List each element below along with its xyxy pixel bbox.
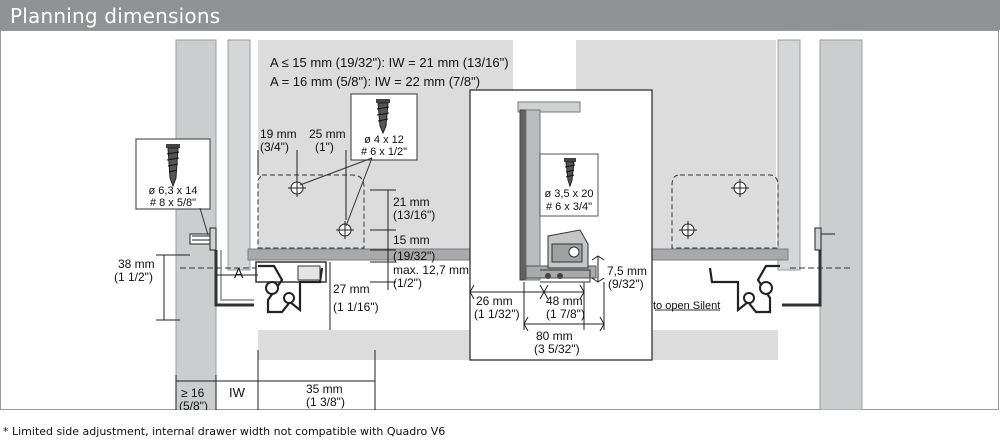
dim-16-mm: ≥ 16 xyxy=(181,386,205,400)
dim-35-in: (1 3/8") xyxy=(306,395,345,409)
drawer-side-left xyxy=(227,39,251,271)
right-runner xyxy=(655,250,822,314)
dim-26-mm: 26 mm xyxy=(476,294,513,308)
silent-label: to open Silent xyxy=(653,300,720,312)
side-screw-icon xyxy=(189,227,217,251)
formula-line-2: A = 16 mm (5/8"): IW = 22 mm (7/8") xyxy=(270,74,480,89)
dim-75-mm: 7,5 mm xyxy=(607,264,647,278)
screw-detail-spec: ø 3,5 x 20 xyxy=(545,188,594,200)
header-bar: Planning dimensions xyxy=(0,0,1000,30)
screw-left-spec: ø 6,3 x 14 xyxy=(149,185,198,197)
side-screw-right-icon xyxy=(814,227,835,251)
screw-left-spec-imperial: # 8 x 5/8" xyxy=(150,197,196,209)
screw-box-detail: ø 3,5 x 20 # 6 x 3/4" xyxy=(539,153,599,217)
leader-top-screw xyxy=(299,157,373,227)
dim-25-in: (1") xyxy=(315,140,334,154)
dim-15-mm: 15 mm xyxy=(393,233,430,247)
dim-15-in: (19/32") xyxy=(393,249,435,263)
screw-top-icon xyxy=(376,99,390,135)
screw-detail-icon xyxy=(564,158,576,188)
dim-38-mm: 38 mm xyxy=(118,257,155,271)
dim-80-mm: 80 mm xyxy=(536,329,573,343)
dim-75-in: (9/32") xyxy=(608,277,644,291)
dim-38-in: (1 1/2") xyxy=(114,270,153,284)
left-runner xyxy=(255,261,327,314)
label-a: A xyxy=(234,265,244,281)
screw-top-spec: ø 4 x 12 xyxy=(364,134,404,146)
dim-35-mm: 35 mm xyxy=(306,382,343,396)
dim-21-mm: 21 mm xyxy=(393,195,430,209)
page-title: Planning dimensions xyxy=(10,4,221,28)
dim-19-in: (3/4") xyxy=(260,140,289,154)
dim-25-mm: 25 mm xyxy=(309,127,346,141)
leader-left-screw xyxy=(199,207,209,236)
dim-21-in: (13/16") xyxy=(393,208,435,222)
dim-80-in: (3 5/32") xyxy=(534,342,580,356)
dim-26-in: (1 1/32") xyxy=(474,307,520,321)
planning-diagram: ø 6,3 x 14 # 8 x 5/8" ø 4 x 12 # 6 x 1/2… xyxy=(114,39,863,410)
footnote: * Limited side adjustment, internal draw… xyxy=(3,425,446,438)
formula-line-1: A ≤ 15 mm (19/32"): IW = 21 mm (13/16") xyxy=(270,55,509,70)
drawer-side-right xyxy=(777,39,801,271)
screw-top-spec-imperial: # 6 x 1/2" xyxy=(361,146,407,158)
dim-48-in: (1 7/8") xyxy=(546,307,585,321)
left-bracket-inner xyxy=(220,250,254,301)
dim-max-in: (1/2") xyxy=(393,276,422,290)
clip-mechanism xyxy=(547,229,589,269)
screw-left-icon xyxy=(166,144,180,188)
dim-27-mm: 27 mm xyxy=(333,282,370,296)
dim-max-mm: max. 12,7 mm xyxy=(393,263,469,277)
dim-48-mm: 48 mm xyxy=(546,294,583,308)
mounting-plate-right xyxy=(671,174,779,249)
dim-27-in: (1 1/16") xyxy=(333,300,379,314)
diagram-frame xyxy=(0,30,999,410)
cabinet-side-right xyxy=(819,39,863,410)
dim-lines xyxy=(156,150,396,410)
screw-detail-spec-imperial: # 6 x 3/4" xyxy=(546,201,592,213)
dim-16-in: (5/8") xyxy=(179,399,208,410)
left-bracket xyxy=(214,250,254,307)
dim-19-mm: 19 mm xyxy=(260,127,297,141)
screw-box-top: ø 4 x 12 # 6 x 1/2" xyxy=(350,93,418,161)
screw-box-left: ø 6,3 x 14 # 8 x 5/8" xyxy=(135,138,211,210)
label-iw: IW xyxy=(229,385,246,400)
cabinet-side-left xyxy=(175,39,217,410)
detail-inset: ø 3,5 x 20 # 6 x 3/4" xyxy=(469,89,653,361)
